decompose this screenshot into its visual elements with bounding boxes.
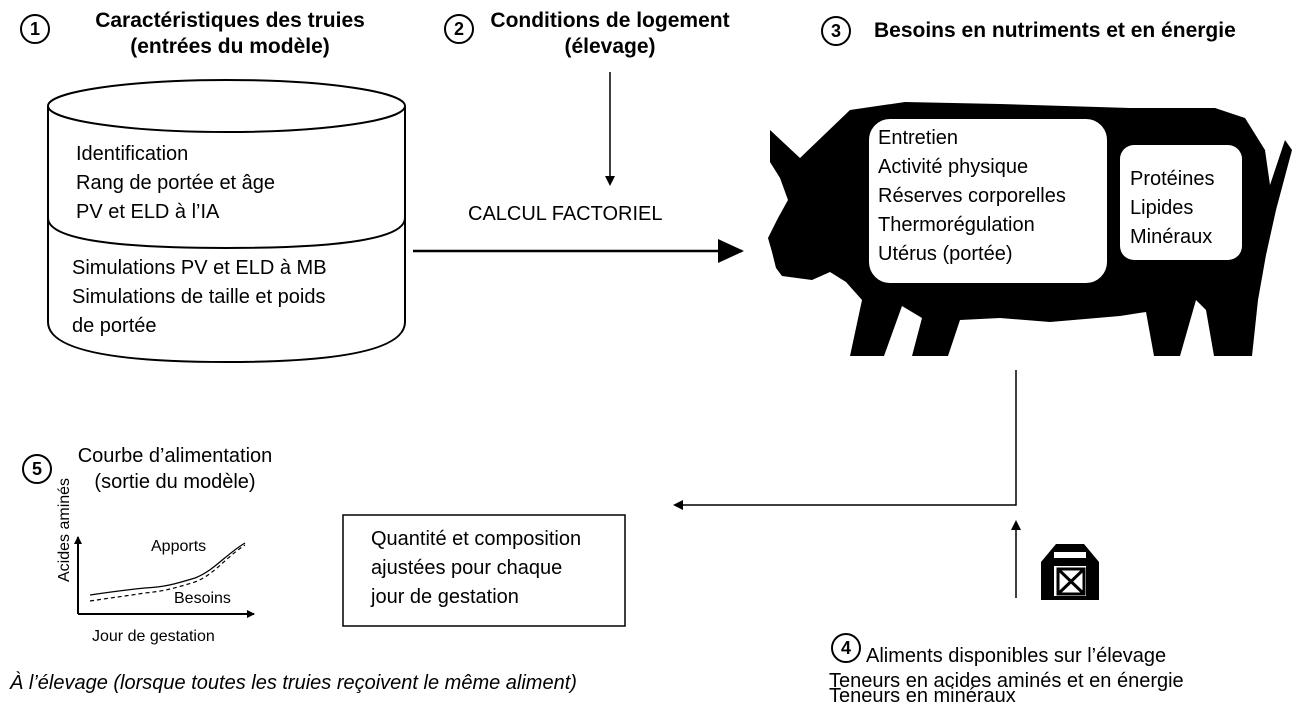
- step-4-badge: 4: [831, 633, 861, 663]
- needs-list: Entretien Activité physique Réserves cor…: [878, 124, 1066, 269]
- database-item: Simulations PV et ELD à MB: [72, 257, 327, 279]
- step-2-title-line1: Conditions de logement: [490, 9, 730, 32]
- output-line: Quantité et composition: [371, 528, 582, 550]
- needs-item: Thermorégulation: [878, 214, 1035, 236]
- arrow-pig-to-output: [673, 370, 1017, 510]
- step-1-badge: 1: [20, 14, 50, 44]
- database-lower-text: Simulations PV et ELD à MB Simulations d…: [72, 254, 327, 341]
- database-item: Identification: [76, 143, 189, 165]
- mini-chart-apports-label: Apports: [151, 538, 207, 555]
- step-4-line3: Teneurs en minéraux: [829, 685, 1016, 707]
- barn-icon: [1041, 544, 1099, 600]
- database-upper-text: Identification Rang de portée et âge PV …: [76, 140, 275, 227]
- step-2-badge: 2: [444, 14, 474, 44]
- step-2-title: Conditions de logement (élevage): [470, 8, 750, 60]
- output-text: Quantité et composition ajustées pour ch…: [371, 525, 581, 612]
- database-item: Simulations de taille et poids: [72, 286, 326, 308]
- needs-item: Réserves corporelles: [878, 185, 1066, 207]
- step-5-title-line1: Courbe d’alimentation: [77, 445, 273, 467]
- database-item: Rang de portée et âge: [76, 172, 276, 194]
- nutrient-item: Protéines: [1130, 168, 1215, 190]
- nutrient-item: Lipides: [1130, 197, 1194, 219]
- step-2-title-line2: (élevage): [564, 35, 656, 58]
- step-4-line2: Teneurs en acides aminés et en énergie: [829, 670, 1184, 692]
- besoins-curve: [89, 544, 246, 602]
- step-5-title-line2: (sortie du modèle): [94, 471, 256, 493]
- output-box: [342, 514, 626, 627]
- output-line: ajustées pour chaque: [371, 557, 563, 579]
- mini-chart-ylabel: Acides aminés: [56, 477, 73, 582]
- step-5-badge: 5: [22, 454, 52, 484]
- step-1-title-line1: Caractéristiques des truies: [95, 9, 365, 32]
- nutrients-list: Protéines Lipides Minéraux: [1130, 165, 1215, 252]
- footer-note: À l’élevage (lorsque toutes les truies r…: [10, 672, 577, 694]
- apports-curve: [89, 542, 246, 596]
- needs-box: [867, 117, 1109, 285]
- nutrient-item: Minéraux: [1130, 226, 1213, 248]
- step-1-title: Caractéristiques des truies (entrées du …: [75, 8, 385, 60]
- database-item: de portée: [72, 315, 157, 337]
- needs-item: Utérus (portée): [878, 243, 1013, 265]
- step-3-title: Besoins en nutriments et en énergie: [874, 19, 1236, 42]
- step-1-title-line2: (entrées du modèle): [130, 35, 330, 58]
- database-cylinder: [47, 79, 406, 364]
- mini-chart-besoins-label: Besoins: [174, 590, 231, 607]
- step-3-badge: 3: [821, 16, 851, 46]
- step-4-line1: Aliments disponibles sur l’élevage: [866, 645, 1167, 667]
- needs-item: Activité physique: [878, 156, 1029, 178]
- nutrients-box: [1120, 145, 1242, 260]
- step-5-title: Courbe d’alimentation (sortie du modèle): [60, 443, 290, 495]
- calcul-factoriel-label: CALCUL FACTORIEL: [468, 203, 663, 225]
- output-line: jour de gestation: [371, 586, 519, 608]
- mini-chart: [74, 536, 255, 618]
- database-item: PV et ELD à l’IA: [76, 201, 220, 223]
- mini-chart-xlabel: Jour de gestation: [92, 628, 215, 645]
- needs-item: Entretien: [878, 127, 959, 149]
